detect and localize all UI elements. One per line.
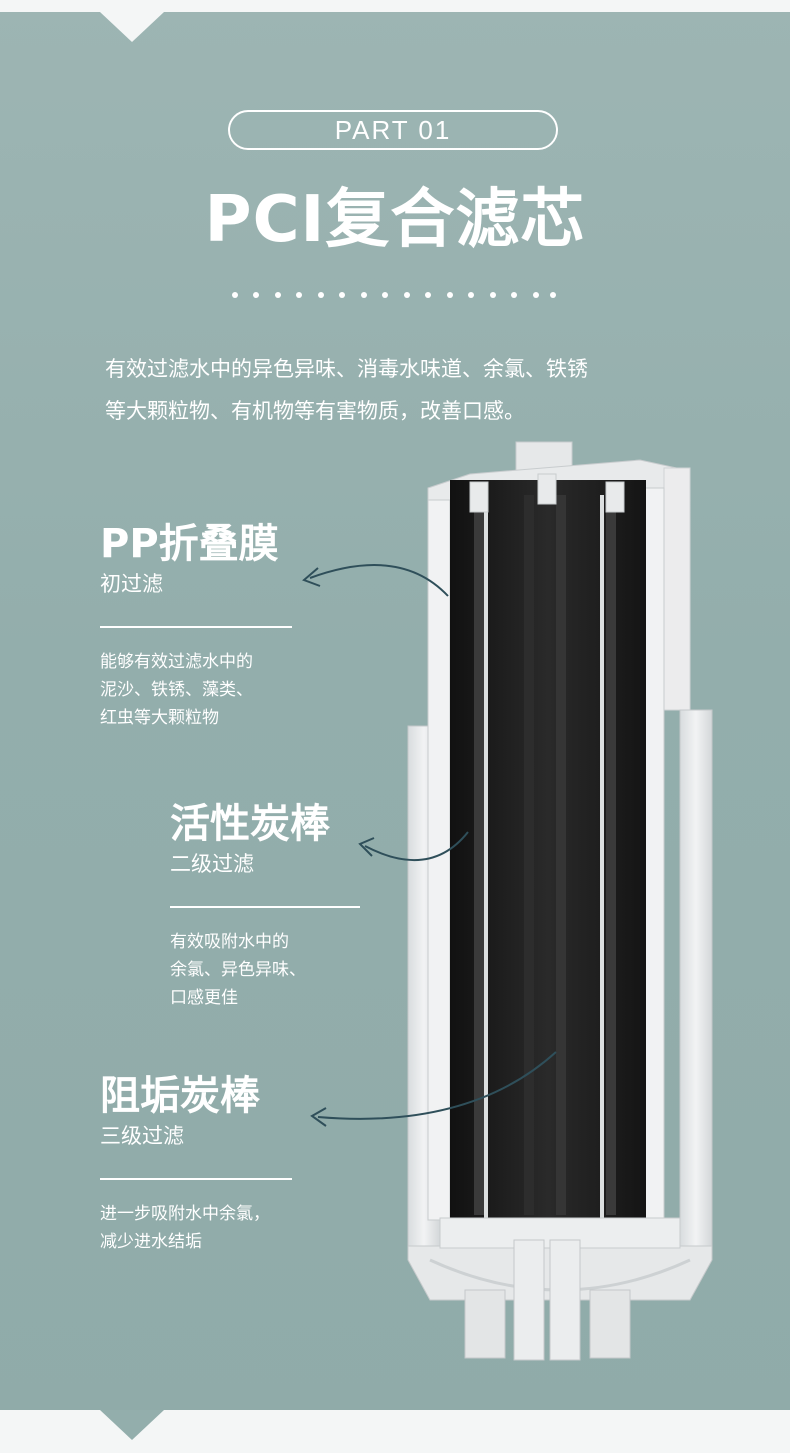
stage-title: PP折叠膜 (100, 521, 279, 567)
stage-scale-inhibitor: 阻垢炭棒 三级过滤 进一步吸附水中余氯， 减少进水结垢 (100, 1072, 292, 1256)
stage-description: 进一步吸附水中余氯， 减少进水结垢 (100, 1200, 292, 1256)
stage-title: 活性炭棒 (170, 801, 330, 847)
bottom-notch (100, 1410, 164, 1440)
stage-description: 有效吸附水中的 余氯、异色异味、 口感更佳 (170, 928, 360, 1012)
desc-line: 红虫等大颗粒物 (100, 708, 219, 728)
desc-line: 口感更佳 (170, 988, 238, 1008)
stage-subtitle: 二级过滤 (170, 852, 254, 876)
top-band (0, 0, 790, 12)
desc-line: 减少进水结垢 (100, 1232, 202, 1252)
stage-description: 能够有效过滤水中的 泥沙、铁锈、藻类、 红虫等大颗粒物 (100, 648, 292, 732)
part-label: PART 01 (228, 110, 558, 150)
divider (100, 1178, 292, 1180)
desc-line: 余氯、异色异味、 (170, 960, 306, 980)
arrow-curve-icon (358, 831, 469, 862)
divider (170, 906, 360, 908)
arrow-curve-icon (302, 564, 449, 597)
arrow-curve-icon (310, 1051, 557, 1127)
intro-line: 等大颗粒物、有机物等有害物质，改善口感。 (105, 399, 525, 423)
stage-title: 阻垢炭棒 (100, 1073, 260, 1119)
stage-activated-carbon: 活性炭棒 二级过滤 有效吸附水中的 余氯、异色异味、 口感更佳 (170, 800, 360, 1012)
divider (100, 626, 292, 628)
stage-subtitle: 初过滤 (100, 572, 163, 596)
dot-divider (232, 292, 562, 300)
intro-text: 有效过滤水中的异色异味、消毒水味道、余氯、铁锈 等大颗粒物、有机物等有害物质，改… (105, 348, 705, 432)
desc-line: 能够有效过滤水中的 (100, 652, 253, 672)
top-notch (100, 12, 164, 42)
stage-subtitle: 三级过滤 (100, 1124, 184, 1148)
intro-line: 有效过滤水中的异色异味、消毒水味道、余氯、铁锈 (105, 357, 588, 381)
desc-line: 泥沙、铁锈、藻类、 (100, 680, 253, 700)
stage-pp-membrane: PP折叠膜 初过滤 能够有效过滤水中的 泥沙、铁锈、藻类、 红虫等大颗粒物 (100, 520, 292, 732)
desc-line: 有效吸附水中的 (170, 932, 289, 952)
page-title: PCI复合滤芯 (204, 183, 586, 257)
desc-line: 进一步吸附水中余氯， (100, 1204, 270, 1224)
